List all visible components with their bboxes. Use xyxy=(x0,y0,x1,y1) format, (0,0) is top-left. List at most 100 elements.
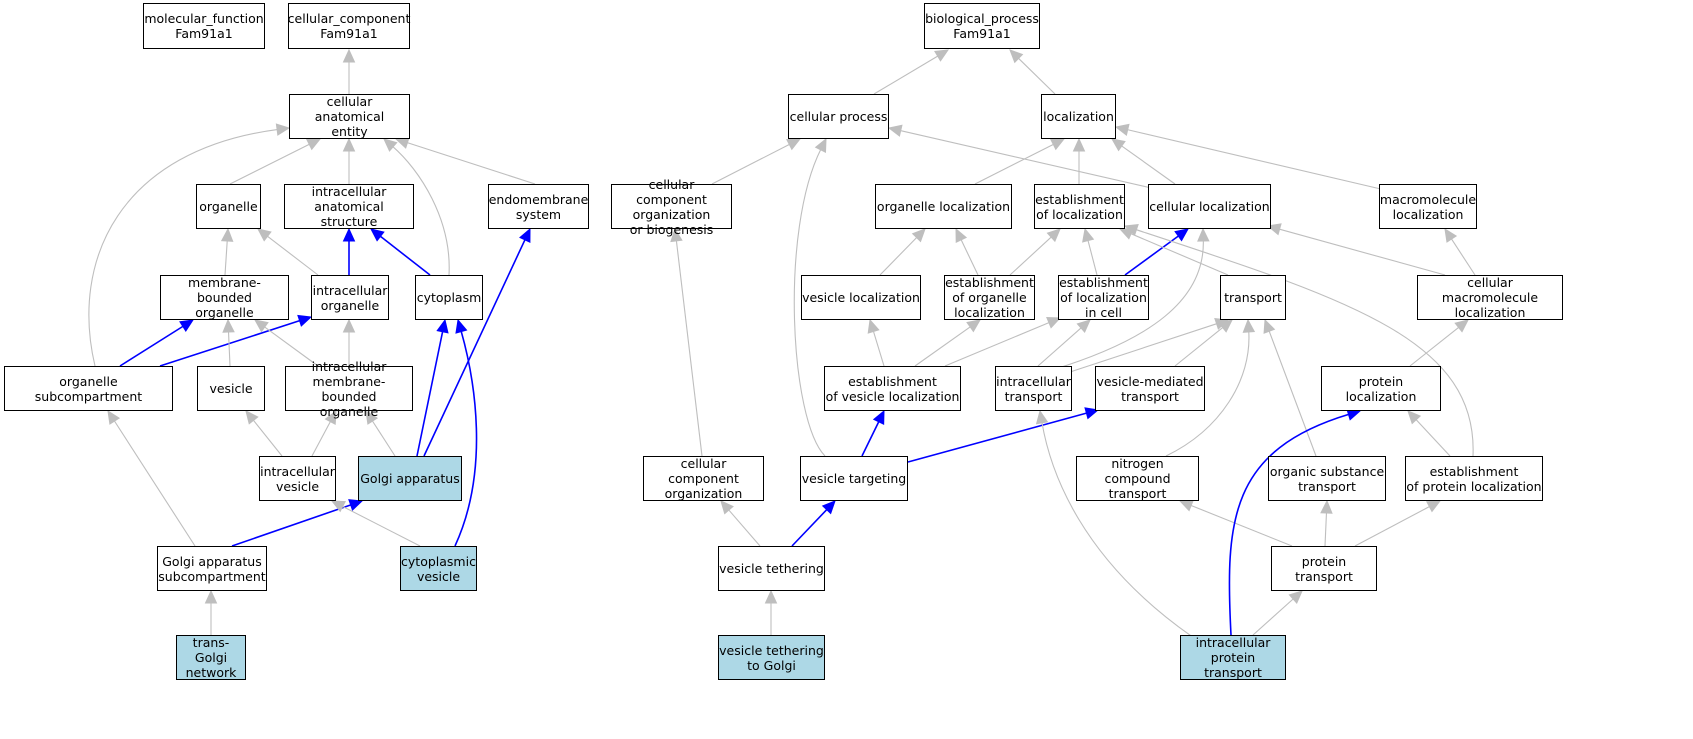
edge-organelle-subcompartment-to-cellular-anatomical-entity xyxy=(88,128,279,367)
edge-establishment-of-vesicle-localization-to-cellular-process xyxy=(793,148,826,457)
node-cellular-anatomical-entity[interactable]: cellular anatomical entity xyxy=(289,94,410,139)
arrowhead-cellular-component-organization-to-cellular-component-organization-or-biogenesis xyxy=(670,227,683,243)
edge-vesicle-to-membrane-bounded-organelle xyxy=(227,330,231,367)
arrowhead-establishment-of-organelle-localization-to-establishment-of-localization xyxy=(1046,228,1061,243)
arrowhead-vesicle-tethering-to-golgi-to-vesicle-tethering xyxy=(764,589,778,604)
arrowhead-organelle-to-cellular-anatomical-entity xyxy=(306,138,322,151)
edge-establishment-of-protein-localization-to-establishment-of-localization xyxy=(1135,228,1474,457)
node-vesicle-mediated-transport[interactable]: vesicle-mediated transport xyxy=(1095,366,1205,411)
edge-intracellular-transport-to-establishment-of-localization-in-cell xyxy=(1037,326,1083,367)
edge-vesicle-mediated-transport-to-transport xyxy=(1174,326,1224,367)
node-macromolecule-localization[interactable]: macromolecule localization xyxy=(1379,184,1477,229)
arrowhead-establishment-of-vesicle-localization-to-vesicle-localization xyxy=(867,318,880,334)
node-establishment-of-protein-localization[interactable]: establishment of protein localization xyxy=(1405,456,1543,501)
edge-nitrogen-compound-transport-to-transport xyxy=(1165,330,1250,457)
edge-establishment-of-localization-in-cell-to-cellular-localization xyxy=(1124,234,1180,276)
node-golgi-apparatus[interactable]: Golgi apparatus xyxy=(358,456,462,501)
edge-establishment-of-organelle-localization-to-establishment-of-localization xyxy=(1009,236,1053,276)
edge-intracellular-vesicle-to-vesicle xyxy=(252,419,283,457)
arrowhead-establishment-of-vesicle-localization-to-cellular-process xyxy=(814,137,827,153)
node-cellular-process[interactable]: cellular process xyxy=(788,94,889,139)
node-establishment-of-organelle-localization[interactable]: establishment of organelle localization xyxy=(944,275,1035,320)
arrowhead-cellular-macromolecule-localization-to-cellular-localization xyxy=(1266,223,1282,236)
node-intracellular-membrane-bounded-organelle[interactable]: intracellular membrane-bounded organelle xyxy=(285,359,413,419)
arrowhead-cytoplasmic-vesicle-to-intracellular-vesicle xyxy=(330,500,346,513)
node-establishment-of-localization-in-cell[interactable]: establishment of localization in cell xyxy=(1058,275,1149,320)
node-golgi-apparatus-subcompartment[interactable]: Golgi apparatus subcompartment xyxy=(157,546,267,591)
edge-intracellular-organelle-to-organelle xyxy=(266,235,319,276)
node-vesicle-targeting[interactable]: vesicle targeting xyxy=(800,456,908,501)
edge-establishment-of-localization-in-cell-to-establishment-of-localization xyxy=(1087,239,1098,276)
node-protein-localization[interactable]: protein localization xyxy=(1321,366,1441,411)
arrowhead-golgi-apparatus-subcompartment-to-organelle-subcompartment xyxy=(107,409,121,425)
arrowhead-vesicle-localization-to-organelle-localization xyxy=(911,228,926,243)
arrowhead-protein-transport-to-nitrogen-compound-transport xyxy=(1178,499,1194,512)
edge-establishment-of-vesicle-localization-to-vesicle-localization xyxy=(872,330,885,367)
node-cellular-localization[interactable]: cellular localization xyxy=(1148,184,1271,229)
arrowhead-golgi-apparatus-to-cytoplasm xyxy=(436,318,449,334)
node-trans-golgi-network[interactable]: trans-Golgi network xyxy=(176,635,246,680)
edge-organelle-to-cellular-anatomical-entity xyxy=(229,143,311,185)
arrowhead-intracellular-vesicle-to-vesicle xyxy=(245,410,259,425)
node-intracellular-anatomical-structure[interactable]: intracellular anatomical structure xyxy=(284,184,414,229)
arrowhead-organelle-subcompartment-to-cellular-anatomical-entity xyxy=(275,123,291,136)
arrowhead-establishment-of-localization-to-localization xyxy=(1072,137,1086,152)
node-intracellular-protein-transport[interactable]: intracellular protein transport xyxy=(1180,635,1286,680)
arrowhead-cellular-process-to-biological-process xyxy=(934,49,950,62)
node-molecular-function[interactable]: molecular_function Fam91a1 xyxy=(143,3,265,49)
arrowhead-cytoplasm-to-intracellular-anatomical-structure xyxy=(370,228,385,242)
node-biological-process[interactable]: biological_process Fam91a1 xyxy=(924,3,1040,49)
node-intracellular-organelle[interactable]: intracellular organelle xyxy=(311,275,389,320)
node-vesicle-tethering-to-golgi[interactable]: vesicle tethering to Golgi xyxy=(718,635,825,680)
edge-golgi-apparatus-subcompartment-to-organelle-subcompartment xyxy=(113,419,196,547)
edge-membrane-bounded-organelle-to-organelle xyxy=(224,239,228,276)
node-protein-transport[interactable]: protein transport xyxy=(1271,546,1377,591)
arrowhead-organic-substance-transport-to-transport xyxy=(1263,318,1276,334)
node-vesicle-tethering[interactable]: vesicle tethering xyxy=(718,546,825,591)
node-organelle-subcompartment[interactable]: organelle subcompartment xyxy=(4,366,173,411)
edge-macromolecule-localization-to-localization xyxy=(1126,128,1386,191)
node-membrane-bounded-organelle[interactable]: membrane-bounded organelle xyxy=(160,275,289,320)
arrowhead-cellular-anatomical-entity-to-cellular-component xyxy=(342,48,356,63)
edge-intracellular-vesicle-to-intracellular-membrane-bounded-organelle xyxy=(311,420,332,457)
arrowhead-intracellular-vesicle-to-intracellular-membrane-bounded-organelle xyxy=(324,409,337,425)
edge-protein-transport-to-establishment-of-protein-localization xyxy=(1354,505,1431,547)
node-organelle-localization[interactable]: organelle localization xyxy=(875,184,1012,229)
edge-protein-localization-to-cellular-macromolecule-localization xyxy=(1409,326,1460,367)
arrowhead-intracellular-membrane-bounded-organelle-to-intracellular-organelle xyxy=(342,318,356,333)
node-vesicle-localization[interactable]: vesicle localization xyxy=(801,275,921,320)
node-vesicle[interactable]: vesicle xyxy=(197,366,265,411)
node-transport[interactable]: transport xyxy=(1220,275,1286,320)
edge-localization-to-biological-process xyxy=(1017,57,1056,95)
node-intracellular-transport[interactable]: intracellular transport xyxy=(995,366,1072,411)
edge-establishment-of-organelle-localization-to-organelle-localization xyxy=(960,238,979,276)
arrowhead-golgi-apparatus-subcompartment-to-golgi-apparatus xyxy=(348,499,364,512)
node-cytoplasmic-vesicle[interactable]: cytoplasmic vesicle xyxy=(400,546,477,591)
node-establishment-of-vesicle-localization[interactable]: establishment of vesicle localization xyxy=(824,366,961,411)
arrowhead-organelle-subcompartment-to-intracellular-organelle xyxy=(297,314,313,327)
node-establishment-of-localization[interactable]: establishment of localization xyxy=(1034,184,1125,229)
edge-establishment-of-protein-localization-to-protein-localization xyxy=(1415,418,1451,457)
node-cellular-component[interactable]: cellular_component Fam91a1 xyxy=(288,3,410,49)
node-organic-substance-transport[interactable]: organic substance transport xyxy=(1268,456,1386,501)
arrowhead-establishment-of-protein-localization-to-protein-localization xyxy=(1407,410,1422,425)
arrowhead-endomembrane-system-to-cellular-anatomical-entity xyxy=(394,136,410,149)
node-localization[interactable]: localization xyxy=(1041,94,1116,139)
node-cellular-component-organization[interactable]: cellular component organization xyxy=(643,456,764,501)
edge-cytoplasmic-vesicle-to-intracellular-vesicle xyxy=(341,505,421,547)
node-organelle[interactable]: organelle xyxy=(196,184,261,229)
arrowhead-vesicle-targeting-to-vesicle-mediated-transport xyxy=(1084,407,1100,420)
arrowhead-cytoplasm-to-cellular-anatomical-entity xyxy=(383,138,398,152)
node-intracellular-vesicle[interactable]: intracellular vesicle xyxy=(259,456,336,501)
node-cellular-component-organization-or-biogenesis[interactable]: cellular component organization or bioge… xyxy=(611,177,732,237)
edge-vesicle-targeting-to-vesicle-mediated-transport xyxy=(907,412,1088,463)
arrowhead-vesicle-targeting-to-establishment-of-vesicle-localization xyxy=(872,409,885,425)
node-cytoplasm[interactable]: cytoplasm xyxy=(415,275,483,320)
node-cellular-macromolecule-localization[interactable]: cellular macromolecule localization xyxy=(1417,275,1563,320)
node-nitrogen-compound-transport[interactable]: nitrogen compound transport xyxy=(1076,456,1199,501)
arrowhead-nitrogen-compound-transport-to-transport xyxy=(1242,318,1256,333)
node-endomembrane-system[interactable]: endomembrane system xyxy=(488,184,589,229)
edge-organelle-subcompartment-to-membrane-bounded-organelle xyxy=(119,325,185,367)
